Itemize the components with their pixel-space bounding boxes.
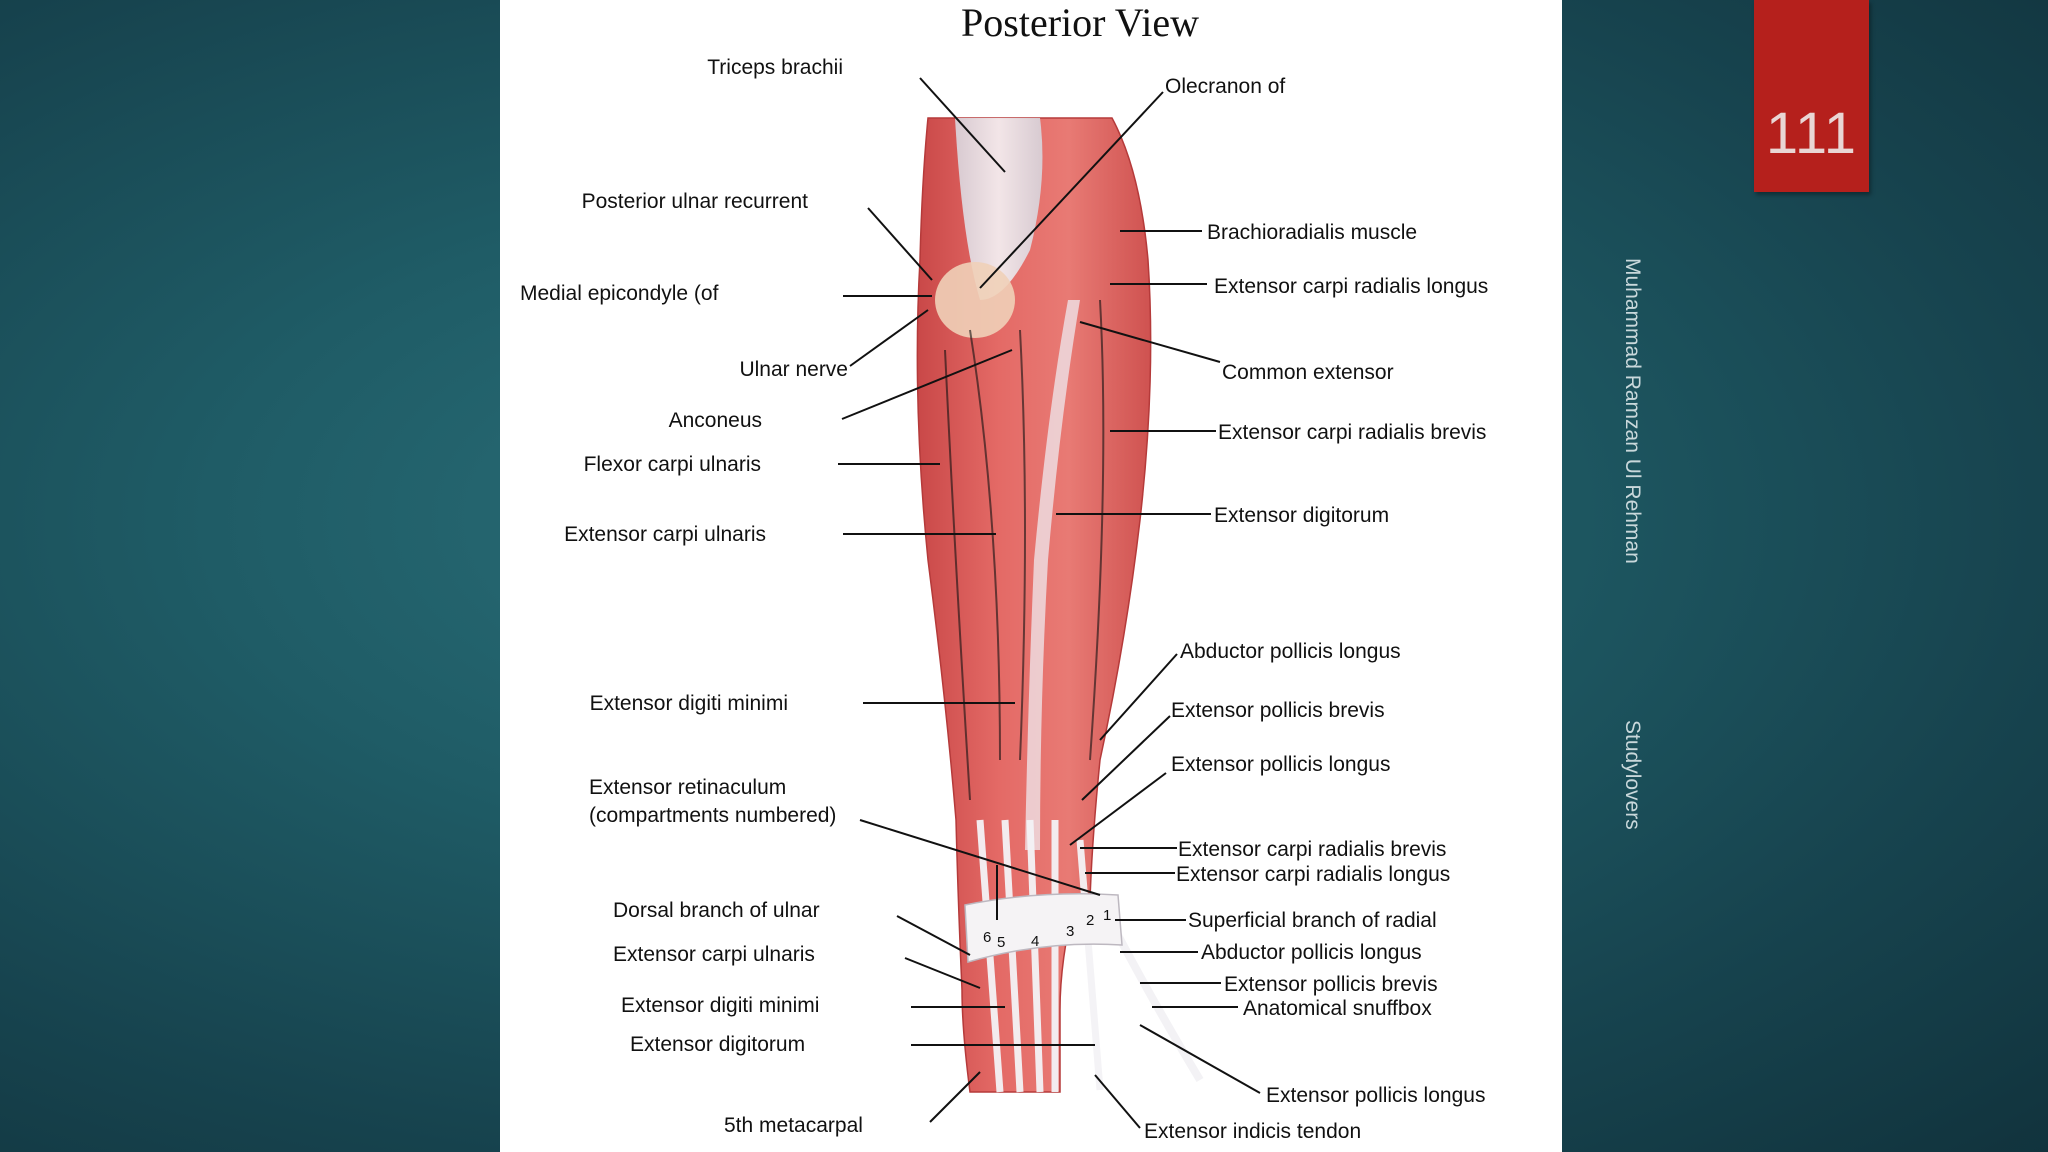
label-extensor-digiti-minimi-top: Extensor digiti minimi <box>590 692 788 715</box>
label-ulnar-nerve: Ulnar nerve <box>739 358 848 381</box>
label-flexor-carpi-ulnaris: Flexor carpi ulnaris <box>584 453 761 476</box>
forearm-diagram: Posterior View 6 5 4 3 <box>520 0 1488 1143</box>
label-ecr-brevis-bottom: Extensor carpi radialis brevis <box>1178 838 1446 861</box>
label-ecr-brevis-top: Extensor carpi radialis brevis <box>1218 421 1486 444</box>
label-ecr-longus-bottom: Extensor carpi radialis longus <box>1176 863 1450 886</box>
label-extensor-pollicis-brevis-top: Extensor pollicis brevis <box>1171 699 1385 722</box>
label-posterior-ulnar-recurrent: Posterior ulnar recurrent <box>582 190 809 213</box>
compartment-1: 1 <box>1103 907 1111 924</box>
olecranon-region <box>935 262 1015 338</box>
common-extensor-tendon <box>1025 300 1080 850</box>
page-number-badge: 111 <box>1754 0 1869 192</box>
label-abductor-pollicis-longus-top: Abductor pollicis longus <box>1180 640 1401 663</box>
label-extensor-pollicis-longus-top: Extensor pollicis longus <box>1171 753 1390 776</box>
label-compartments-numbered: (compartments numbered) <box>589 804 836 827</box>
compartment-6: 6 <box>983 929 991 946</box>
label-medial-epicondyle: Medial epicondyle (of <box>520 282 719 305</box>
compartment-4: 4 <box>1031 933 1039 950</box>
label-extensor-indicis-tendon: Extensor indicis tendon <box>1144 1120 1361 1143</box>
label-common-extensor: Common extensor <box>1222 361 1394 384</box>
label-extensor-carpi-ulnaris-bottom: Extensor carpi ulnaris <box>613 943 815 966</box>
triceps-tendon <box>955 118 1043 300</box>
label-brachioradialis: Brachioradialis muscle <box>1207 221 1417 244</box>
label-dorsal-branch-ulnar: Dorsal branch of ulnar <box>613 899 820 922</box>
label-superficial-branch-radial: Superficial branch of radial <box>1188 909 1437 932</box>
compartment-3: 3 <box>1066 923 1074 940</box>
label-abductor-pollicis-longus-bottom: Abductor pollicis longus <box>1201 941 1422 964</box>
leader-lines <box>838 77 1261 1129</box>
diagram-title: Posterior View <box>961 0 1199 45</box>
label-ecr-longus-top: Extensor carpi radialis longus <box>1214 275 1488 298</box>
author-credit: Muhammad Ramzan Ul Rehman <box>1621 258 1644 564</box>
label-extensor-retinaculum: Extensor retinaculum <box>589 776 786 799</box>
label-5th-metacarpal: 5th metacarpal <box>724 1114 863 1137</box>
label-extensor-digitorum-bottom: Extensor digitorum <box>630 1033 805 1056</box>
diagram-labels: Triceps brachii Olecranon of Posterior u… <box>520 56 1488 1143</box>
label-anconeus: Anconeus <box>669 409 762 432</box>
diagram-panel: Posterior View 6 5 4 3 <box>500 0 1562 1152</box>
label-extensor-pollicis-brevis-bottom: Extensor pollicis brevis <box>1224 973 1438 996</box>
label-extensor-carpi-ulnaris-top: Extensor carpi ulnaris <box>564 523 766 546</box>
label-extensor-pollicis-longus-bottom: Extensor pollicis longus <box>1266 1084 1485 1107</box>
label-olecranon: Olecranon of <box>1165 75 1285 98</box>
site-credit: Studylovers <box>1621 720 1644 830</box>
compartment-2: 2 <box>1086 912 1094 929</box>
forearm-illustration: 6 5 4 3 2 1 <box>916 117 1204 1093</box>
label-triceps-brachii: Triceps brachii <box>707 56 843 79</box>
label-anatomical-snuffbox: Anatomical snuffbox <box>1243 997 1432 1020</box>
page-number: 111 <box>1765 101 1858 166</box>
extensor-retinaculum-band <box>964 893 1123 963</box>
label-extensor-digiti-minimi-bottom: Extensor digiti minimi <box>621 994 819 1017</box>
compartment-5: 5 <box>997 934 1005 951</box>
label-extensor-digitorum-top: Extensor digitorum <box>1214 504 1389 527</box>
